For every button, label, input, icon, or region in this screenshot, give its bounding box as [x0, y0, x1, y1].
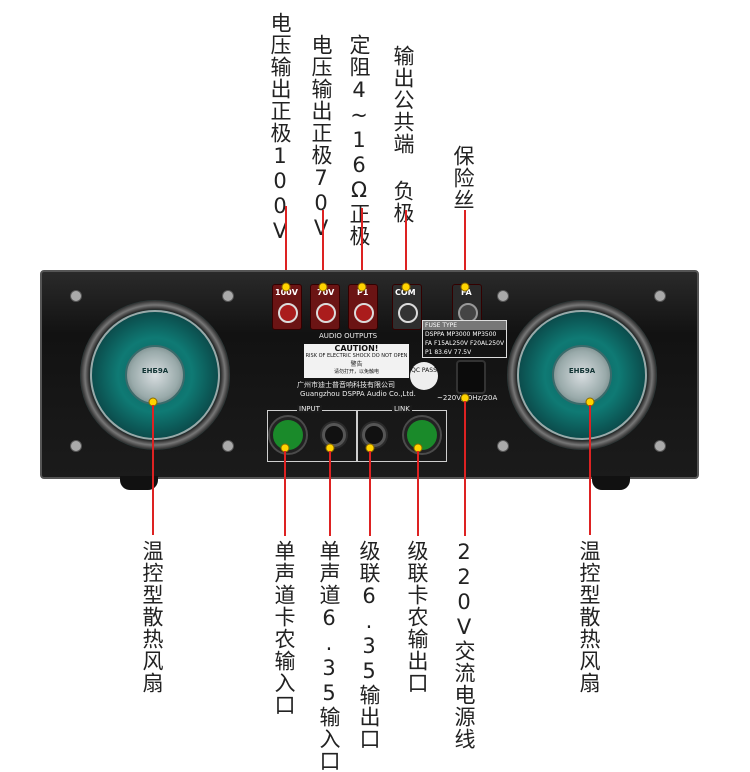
- jack-input-635[interactable]: [322, 423, 346, 447]
- leader-link-635: [369, 451, 371, 536]
- leader-power: [464, 401, 466, 536]
- screw: [70, 290, 82, 302]
- fuse-table-title: FUSE TYPE: [423, 321, 507, 330]
- label-70v-positive: 电压输出正极70V: [309, 34, 333, 241]
- warning-cn-sub: 请勿打开，以免触电: [333, 369, 379, 375]
- fuse-table-row: FA F15AL250V F20AL250V: [425, 340, 505, 347]
- screw: [497, 290, 509, 302]
- label-100v-positive: 电压输出正极100V: [268, 12, 292, 244]
- screw: [654, 440, 666, 452]
- manufacturer-en: Guangzhou DSPPA Audio Co.,Ltd.: [300, 390, 416, 398]
- label-input-xlr: 单声道卡农输入口: [272, 540, 296, 716]
- label-power: 220V交流电源线: [452, 540, 476, 750]
- fan-hub-right: ЕНБ9А: [552, 345, 612, 405]
- warning-cn: 警告: [350, 361, 363, 368]
- marker: [318, 282, 328, 292]
- fuse-table-row: DSPPA MP3000 MP3500: [425, 331, 497, 338]
- label-fan-left: 温控型散热风扇: [140, 540, 164, 694]
- leader-com: [405, 210, 407, 286]
- terminal-70v[interactable]: 70V: [310, 284, 340, 330]
- input-caption: INPUT: [297, 405, 322, 413]
- screw: [497, 440, 509, 452]
- leader-fan-left: [152, 405, 154, 535]
- leader-70v: [322, 210, 324, 286]
- label-input-635: 单声道6.35输入口: [317, 540, 341, 772]
- leader-link-xlr: [417, 451, 419, 536]
- marker: [357, 282, 367, 292]
- foot: [592, 476, 630, 490]
- link-caption: LINK: [392, 405, 412, 413]
- fan-grill-left: [90, 310, 220, 440]
- fan-grill-right: [517, 310, 647, 440]
- audio-outputs-caption: AUDIO OUTPUTS: [319, 332, 378, 340]
- fan-brand-right: ЕНБ9А: [568, 367, 596, 375]
- leader-p1: [361, 208, 363, 286]
- qc-pass-sticker: QC PASS: [410, 362, 438, 390]
- jack-link-635[interactable]: [362, 423, 386, 447]
- caution-subtitle: RISK OF ELECTRIC SHOCK DO NOT OPEN: [305, 353, 408, 359]
- label-p1-positive: 定阻4~16Ω正极: [347, 34, 371, 247]
- marker: [281, 282, 291, 292]
- terminal-p1[interactable]: P1: [348, 284, 378, 330]
- caution-title: CAUTION!: [334, 344, 379, 353]
- leader-100v: [285, 206, 287, 286]
- label-com-negative: 输出公共端 负极: [391, 45, 415, 224]
- label-fan-right: 温控型散热风扇: [577, 540, 601, 694]
- label-link-635: 级联6.35输出口: [357, 540, 381, 750]
- terminal-100v[interactable]: 100V: [272, 284, 302, 330]
- marker: [460, 282, 470, 292]
- power-inlet[interactable]: [456, 360, 486, 394]
- label-link-xlr: 级联卡农输出口: [405, 540, 429, 694]
- manufacturer-cn: 广州市迪士普音响科技有限公司: [297, 381, 395, 389]
- leader-input-xlr: [284, 451, 286, 536]
- screw: [222, 440, 234, 452]
- fuse-table-row: P1 83.6V 77.5V: [425, 349, 472, 356]
- leader-fan-right: [589, 405, 591, 535]
- leader-input-635: [329, 451, 331, 536]
- fuse-type-table: FUSE TYPE DSPPA MP3000 MP3500 FA F15AL25…: [422, 320, 508, 358]
- fan-brand-left: ЕНБ9А: [141, 367, 169, 375]
- screw: [70, 440, 82, 452]
- screw: [654, 290, 666, 302]
- fan-hub-left: ЕНБ9А: [125, 345, 185, 405]
- screw: [222, 290, 234, 302]
- leader-fuse: [464, 210, 466, 286]
- foot: [120, 476, 158, 490]
- label-fuse: 保险丝: [451, 145, 475, 211]
- caution-label: CAUTION! RISK OF ELECTRIC SHOCK DO NOT O…: [304, 344, 409, 378]
- marker: [401, 282, 411, 292]
- terminal-com[interactable]: COM: [392, 284, 422, 330]
